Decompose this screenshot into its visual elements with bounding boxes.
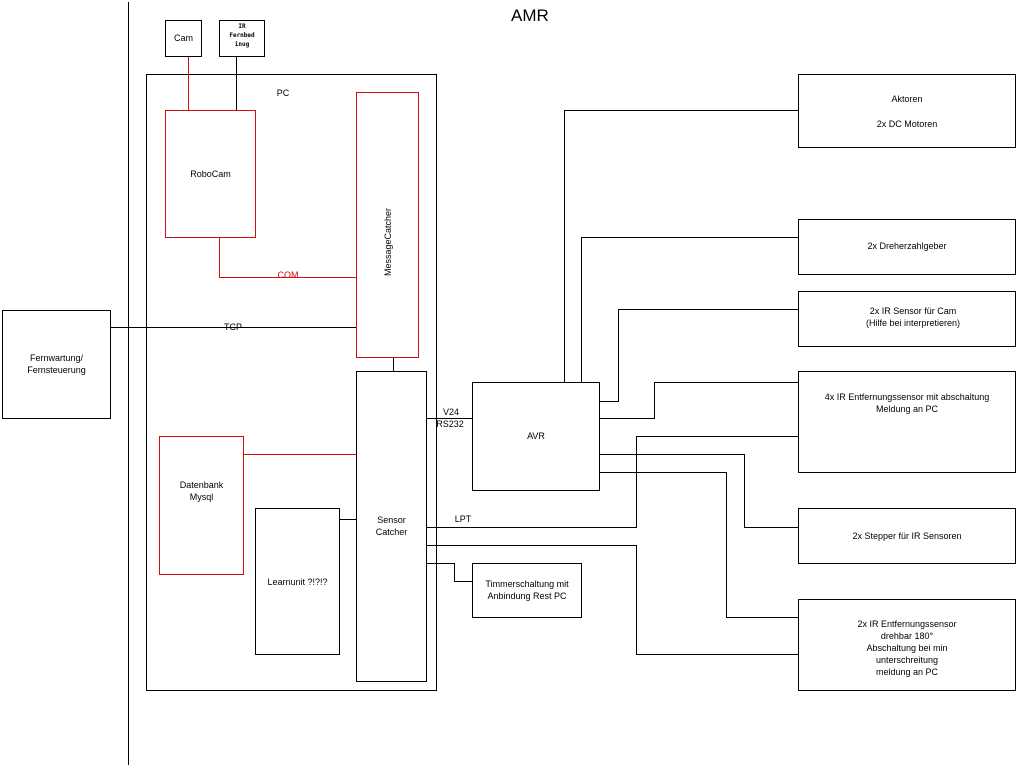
database-box: Datenbank Mysql <box>159 436 244 575</box>
pc-box: PC <box>146 74 437 691</box>
avr-label: AVR <box>527 431 545 441</box>
lpt-label: LPT <box>454 514 472 524</box>
avr-to-ir-distance-line <box>600 382 798 419</box>
cam-box: Cam <box>165 20 202 57</box>
com-line <box>219 237 357 278</box>
avr-to-speed-sensors-line <box>581 237 798 383</box>
avr-to-ir-rotatable-line <box>600 472 798 618</box>
avr-to-stepper-line <box>600 454 798 528</box>
sensor-to-timer-line <box>426 563 472 582</box>
speed-sensors-label: 2x Dreherzahlgeber <box>867 241 947 251</box>
actuators-box: Aktoren 2x DC Motoren <box>798 74 1016 148</box>
learnunit-box: Learnunit ?!?!? <box>255 508 340 655</box>
actuators-label: Aktoren 2x DC Motoren <box>876 94 938 129</box>
avr-box: AVR <box>472 382 600 491</box>
black-connectors <box>110 2 798 765</box>
ir-distance-label: 4x IR Entfernungssensor mit abschaltung … <box>824 392 990 414</box>
avr-to-ir-cam-line <box>600 309 798 402</box>
v24-label: V24 <box>442 407 459 417</box>
stepper-label: 2x Stepper für IR Sensoren <box>852 531 962 541</box>
remote-maintenance-label: Fernwartung/ Fernsteuerung <box>27 353 86 375</box>
red-connectors <box>188 57 357 455</box>
ir-remote-label: IR Fernbed inug <box>229 23 255 48</box>
sensor-catcher-box: Sensor Catcher <box>356 371 427 682</box>
robocam-box: RoboCam <box>165 110 256 238</box>
com-label: COM <box>277 270 299 280</box>
speed-sensors-box: 2x Dreherzahlgeber <box>798 219 1016 275</box>
lpt-line <box>426 436 798 528</box>
cam-label: Cam <box>173 33 193 43</box>
learnunit-label: Learnunit ?!?!? <box>267 577 328 587</box>
ir-remote-box: IR Fernbed inug <box>219 20 265 57</box>
database-label: Datenbank Mysql <box>179 480 224 502</box>
pc-label: PC <box>276 88 290 98</box>
timer-box: Timmerschaltung mit Anbindung Rest PC <box>472 563 582 618</box>
stepper-box: 2x Stepper für IR Sensoren <box>798 508 1016 564</box>
message-catcher-label: MessageCatcher <box>383 207 393 276</box>
ir-distance-box: 4x IR Entfernungssensor mit abschaltung … <box>798 371 1016 473</box>
ir-rotatable-label: 2x IR Entfernungssensor drehbar 180° Abs… <box>857 619 957 677</box>
rs232-label: RS232 <box>436 419 464 429</box>
remote-maintenance-box: Fernwartung/ Fernsteuerung <box>2 310 111 419</box>
timer-label: Timmerschaltung mit Anbindung Rest PC <box>485 579 569 601</box>
avr-to-actuators-line <box>564 110 798 383</box>
diagram-title: AMR <box>511 6 549 25</box>
ir-rotatable-box: 2x IR Entfernungssensor drehbar 180° Abs… <box>798 599 1016 691</box>
sensor-to-ir-rotatable-line <box>426 545 798 655</box>
ir-cam-label: 2x IR Sensor für Cam (Hilfe bei interpre… <box>865 306 961 328</box>
sensor-catcher-label: Sensor Catcher <box>375 515 408 537</box>
message-catcher-box: MessageCatcher <box>356 92 419 358</box>
tcp-label: TCP <box>224 322 242 332</box>
robocam-label: RoboCam <box>190 169 231 179</box>
ir-cam-box: 2x IR Sensor für Cam (Hilfe bei interpre… <box>798 291 1016 347</box>
